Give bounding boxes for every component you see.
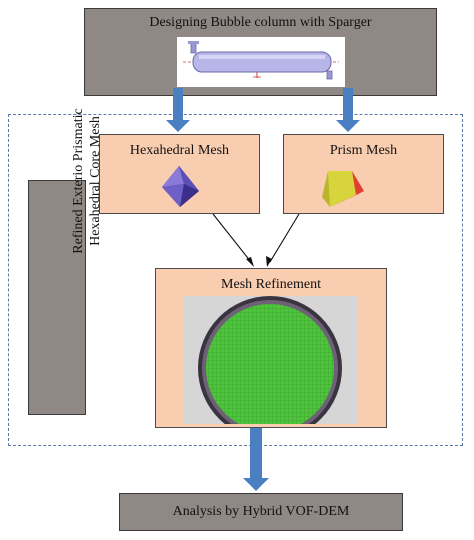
refinement-frame: [8, 114, 463, 446]
mesh-refinement-title: Mesh Refinement: [221, 277, 321, 292]
hexahedral-mesh-box: Hexahedral Mesh: [99, 134, 260, 214]
arrow-to-prism-icon: [336, 88, 360, 132]
octahedron-icon: [162, 166, 199, 207]
design-box-title: Designing Bubble column with Sparger: [149, 15, 372, 30]
prism-icon: [322, 171, 364, 207]
arrow-to-hexahedral-icon: [166, 88, 190, 132]
design-bubble-column-box: Designing Bubble column with Sparger: [84, 8, 437, 96]
mesh-refinement-box: Mesh Refinement: [155, 268, 387, 428]
prism-mesh-box: Prism Mesh: [283, 134, 444, 214]
arrow-hex-to-refine-icon: [212, 213, 252, 263]
arrow-to-analysis-icon: [243, 428, 269, 491]
bubble-column-image: [177, 37, 345, 87]
hexahedral-mesh-title: Hexahedral Mesh: [129, 143, 230, 158]
analysis-box-title: Analysis by Hybrid VOF-DEM: [172, 504, 350, 519]
prism-mesh-title: Prism Mesh: [329, 143, 398, 158]
refined-mesh-side-label: Refined Exterio Prismatic Hexahedral Cor…: [28, 108, 103, 415]
arrow-prism-to-refine-icon: [269, 213, 300, 263]
analysis-vof-dem-box: Analysis by Hybrid VOF-DEM: [119, 493, 403, 531]
refined-mesh-image: [184, 296, 357, 424]
